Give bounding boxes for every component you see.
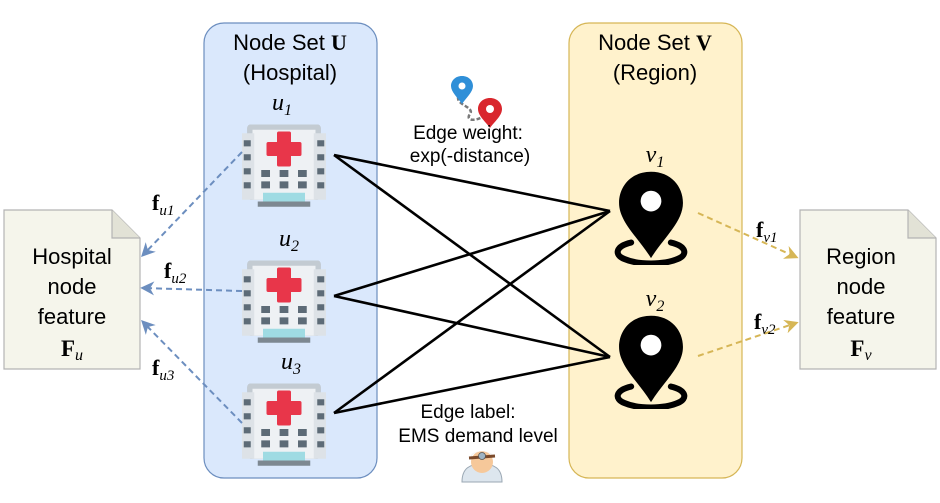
hospital-feature-line2: node [48,274,97,299]
edge-u3-v1 [333,209,611,415]
node-set-v-title: Node Set V [598,30,712,55]
region-label-v1: v1 [646,142,665,171]
hospital-node-u2: u2 [242,226,326,343]
node-set-v-subtitle: (Region) [613,60,697,85]
hospital-node-u1: u1 [242,90,326,207]
region-feature-line3: feature [827,304,896,329]
feature-label-v2: fv2 [754,309,776,338]
region-label-v2: v2 [646,286,665,315]
feature-label-u2: fu2 [164,258,187,287]
feature-label-v1: fv1 [756,217,778,246]
hospital-label-u3: u3 [281,349,301,378]
region-feature-line1: Region [826,244,896,269]
bipartite-edges [333,153,611,415]
edge-u1-v2 [333,153,611,359]
edge-u2-v2 [333,294,611,359]
doctor-icon [461,451,503,483]
feature-arrow-u2 [140,281,243,296]
node-set-u-title: Node Set U [233,30,347,55]
edge-u1-v1 [333,153,611,213]
edge-u2-v1 [333,209,611,298]
feature-label-u3: fu3 [152,355,174,384]
region-feature-symbol: Fv [850,336,872,364]
feature-arrow-u1 [141,151,243,258]
hospital-feature-line3: feature [38,304,107,329]
feature-label-u1: fu1 [152,190,174,219]
region-node-v2: v2 [618,286,685,407]
hospital-feature-line1: Hospital [32,244,111,269]
hospital-label-u2: u2 [279,226,299,255]
feature-arrow-v1 [697,212,799,259]
hospital-icon [242,260,326,343]
edge-weight-formula: exp(-distance) [410,146,530,167]
edge-label-title: Edge label: [420,402,515,423]
hospital-icon [242,383,326,466]
region-feature-document: Region node feature Fv [799,209,937,370]
node-set-u-subtitle: (Hospital) [243,60,337,85]
edge-weight-label: Edge weight: [413,123,523,144]
feature-arrow-v2 [697,319,799,357]
feature-arrow-u3 [141,320,243,424]
hospital-node-u3: u3 [242,349,326,466]
edge-u3-v2 [333,355,611,415]
region-node-v1: v1 [618,142,685,263]
edge-label-value: EMS demand level [398,426,557,447]
hospital-feature-symbol: Fu [61,336,83,364]
hospital-icon [242,124,326,207]
route-map-icon [451,76,502,128]
region-feature-line2: node [837,274,886,299]
hospital-label-u1: u1 [272,90,292,119]
hospital-feature-document: Hospital node feature Fu [3,209,141,370]
